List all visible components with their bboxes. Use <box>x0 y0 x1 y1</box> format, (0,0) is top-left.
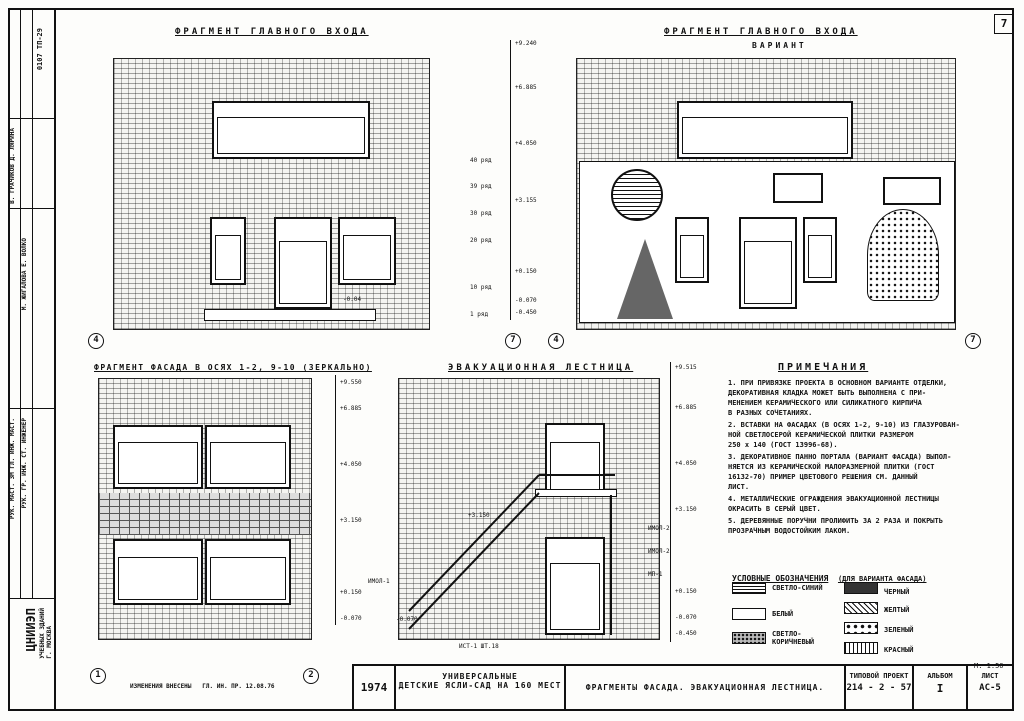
stamp-album-value: I <box>936 682 944 695</box>
variant-label: ВАРИАНТ <box>752 41 807 50</box>
level-column-bottom-left: +9.550 +6.885 +4.050 +3.150 +0.150 -0.07… <box>335 375 376 625</box>
title-main-entrance-variant: ФРАГМЕНТ ГЛАВНОГО ВХОДА <box>664 27 858 37</box>
page-number: 7 <box>994 14 1014 34</box>
legend-heading: УСЛОВНЫЕ ОБОЗНАЧЕНИЯ (ДЛЯ ВАРИАНТА ФАСАД… <box>732 574 927 583</box>
changes-note: ИЗМЕНЕНИЯ ВНЕСЕНЫ ГЛ. ИН. ПР. 12.08.76 <box>130 683 275 690</box>
title-block: 1974 УНИВЕРСАЛЬНЫЕ ДЕТСКИЕ ЯСЛИ-САД НА 1… <box>352 664 1012 710</box>
axis-marker-7: 7 <box>505 333 521 349</box>
window <box>113 425 203 489</box>
legend-label: СВЕТЛО- КОРИЧНЕВЫЙ <box>772 630 815 646</box>
notes-heading: ПРИМЕЧАНИЯ <box>778 362 869 373</box>
lower-door <box>545 537 605 635</box>
tile-insert-band <box>99 493 311 535</box>
entrance-door <box>274 217 332 309</box>
stamp-album-label: АЛЬБОМ <box>927 672 953 680</box>
stair-label: ИМОЛ-2 <box>648 525 670 532</box>
stair-label: ИМОЛ-1 <box>368 578 390 585</box>
legend-swatch-black <box>844 582 878 594</box>
axis-marker-2: 2 <box>303 668 319 684</box>
panel-tree <box>867 209 939 301</box>
legend-label: ЗЕЛЕНЫЙ <box>884 626 914 634</box>
facade-evacuation <box>398 378 660 640</box>
stair-label: ИСТ-1 ШТ.18 <box>459 643 499 650</box>
stamp-typical-label: ТИПОВОЙ ПРОЕКТ <box>849 672 909 680</box>
entrance-door <box>739 217 797 309</box>
window <box>205 425 291 489</box>
org-name: ЦНИИЭП <box>24 608 38 652</box>
panel-bus <box>883 177 941 205</box>
window <box>212 101 370 159</box>
window <box>675 217 709 283</box>
legend-label: КРАСНЫЙ <box>884 646 914 654</box>
axis-marker-4: 4 <box>88 333 104 349</box>
note-item: 5. ДЕРЕВЯННЫЕ ПОРУЧНИ ПРОЛИФИТЬ ЗА 2 РАЗ… <box>728 517 943 535</box>
level-column-top-left: +9.240 +6.885 +4.050 +3.155 +0.150 -0.07… <box>510 40 561 320</box>
panel-sun <box>611 169 663 221</box>
note-item: 3. ДЕКОРАТИВНОЕ ПАННО ПОРТАЛА (ВАРИАНТ Ф… <box>728 453 952 491</box>
note-item: 1. ПРИ ПРИВЯЗКЕ ПРОЕКТА В ОСНОВНОМ ВАРИА… <box>728 379 948 417</box>
stamp-project: УНИВЕРСАЛЬНЫЕ ДЕТСКИЕ ЯСЛИ-САД НА 160 МЕ… <box>394 666 564 710</box>
title-main-entrance: ФРАГМЕНТ ГЛАВНОГО ВХОДА <box>175 27 369 37</box>
stamp-album: АЛЬБОМ I <box>912 666 966 710</box>
side-roles2: РУК. ГР. ИНЖ. СТ. ИНЖЕНЕР <box>21 418 28 509</box>
stamp-sheet-title: ФРАГМЕНТЫ ФАСАДА. ЭВАКУАЦИОННАЯ ЛЕСТНИЦА… <box>564 666 844 710</box>
axis-marker-1: 1 <box>90 668 106 684</box>
course-marks: 40 ряд 39 ряд 30 ряд 20 ряд 10 ряд 1 ряд <box>470 157 492 318</box>
legend: СВЕТЛО-СИНИЙ ЧЕРНЫЙ БЕЛЫЙ ЖЕЛТЫЙ СВЕТЛО-… <box>732 582 1002 660</box>
axis-marker-7: 7 <box>965 333 981 349</box>
stamp-year: 1974 <box>360 681 388 694</box>
legend-swatch-light-brown <box>732 632 766 644</box>
side-code: 0107 ТП-29 <box>36 28 44 71</box>
window <box>338 217 396 285</box>
window <box>803 217 837 283</box>
mark-course-4: -0.04 <box>343 296 362 303</box>
evacuation-stair <box>408 474 615 635</box>
side-roles: РУК. МАСТ. ЗМ ГЛ. ИНЖ. МАСТ. <box>9 418 16 520</box>
panel-triangle <box>617 239 673 319</box>
scale-label: М. 1:50 <box>974 662 1004 670</box>
stair-label: МП-1 <box>648 571 663 578</box>
legend-label: СВЕТЛО-СИНИЙ <box>772 584 823 592</box>
legend-swatch-green <box>844 622 878 634</box>
note-item: 2. ВСТАВКИ НА ФАСАДАХ (В ОСЯХ 1-2, 9-10)… <box>728 421 960 449</box>
legend-swatch-yellow <box>844 602 878 614</box>
legend-swatch-red <box>844 642 878 654</box>
facade-axes <box>98 378 312 640</box>
window <box>210 217 246 285</box>
stamp-typical-value: 214 - 2 - 57 <box>846 683 912 693</box>
facade-main-entrance <box>113 58 430 330</box>
level-column-stair: +9.515 +6.885 +4.050 +3.150 +0.150 -0.07… <box>670 362 711 642</box>
legend-label: БЕЛЫЙ <box>772 610 794 618</box>
panel-truck <box>773 173 823 203</box>
stamp-typical: ТИПОВОЙ ПРОЕКТ 214 - 2 - 57 <box>844 666 912 710</box>
stamp-sheet: ЛИСТ АС-5 <box>966 666 1012 710</box>
stair-stringer <box>408 492 540 630</box>
window <box>205 539 291 605</box>
side-names2: М. ЖИГАЛОВА Е. ВОЛКО <box>21 238 28 311</box>
facade-variant <box>576 58 956 330</box>
window <box>113 539 203 605</box>
axis-marker-4: 4 <box>548 333 564 349</box>
title-strip: 0107 ТП-29 В. ГРАЧИКОВ Д. ЛЯРИНА М. ЖИГА… <box>8 8 56 711</box>
stair-label: ИМОЛ-2 <box>648 548 670 555</box>
window <box>677 101 853 159</box>
stair-railing <box>408 474 540 612</box>
stamp-sheet-label: ЛИСТ <box>981 672 999 680</box>
legend-swatch-light-blue <box>732 582 766 594</box>
title-evacuation: ЭВАКУАЦИОННАЯ ЛЕСТНИЦА <box>448 363 634 373</box>
upper-door <box>545 423 605 495</box>
legend-label: ЧЕРНЫЙ <box>884 588 910 596</box>
notes-list: 1. ПРИ ПРИВЯЗКЕ ПРОЕКТА В ОСНОВНОМ ВАРИА… <box>728 378 1008 536</box>
side-names: В. ГРАЧИКОВ Д. ЛЯРИНА <box>9 128 16 204</box>
note-item: 4. МЕТАЛЛИЧЕСКИЕ ОГРАЖДЕНИЯ ЭВАКУАЦИОННО… <box>728 495 939 513</box>
legend-label: ЖЕЛТЫЙ <box>884 606 910 614</box>
stair-label: +3.150 <box>468 512 490 519</box>
legend-swatch-white <box>732 608 766 620</box>
drawing-frame <box>8 8 1014 711</box>
stamp-sheet-value: АС-5 <box>979 683 1001 693</box>
org-sub: УЧЕБНЫХ ЗДАНИЙ Г. МОСКВА <box>39 608 53 659</box>
stair-platform <box>535 489 617 497</box>
title-facade-axes: ФРАГМЕНТ ФАСАДА В ОСЯХ 1-2, 9-10 (ЗЕРКАЛ… <box>94 363 372 372</box>
stair-label: -0.070 <box>396 616 418 623</box>
